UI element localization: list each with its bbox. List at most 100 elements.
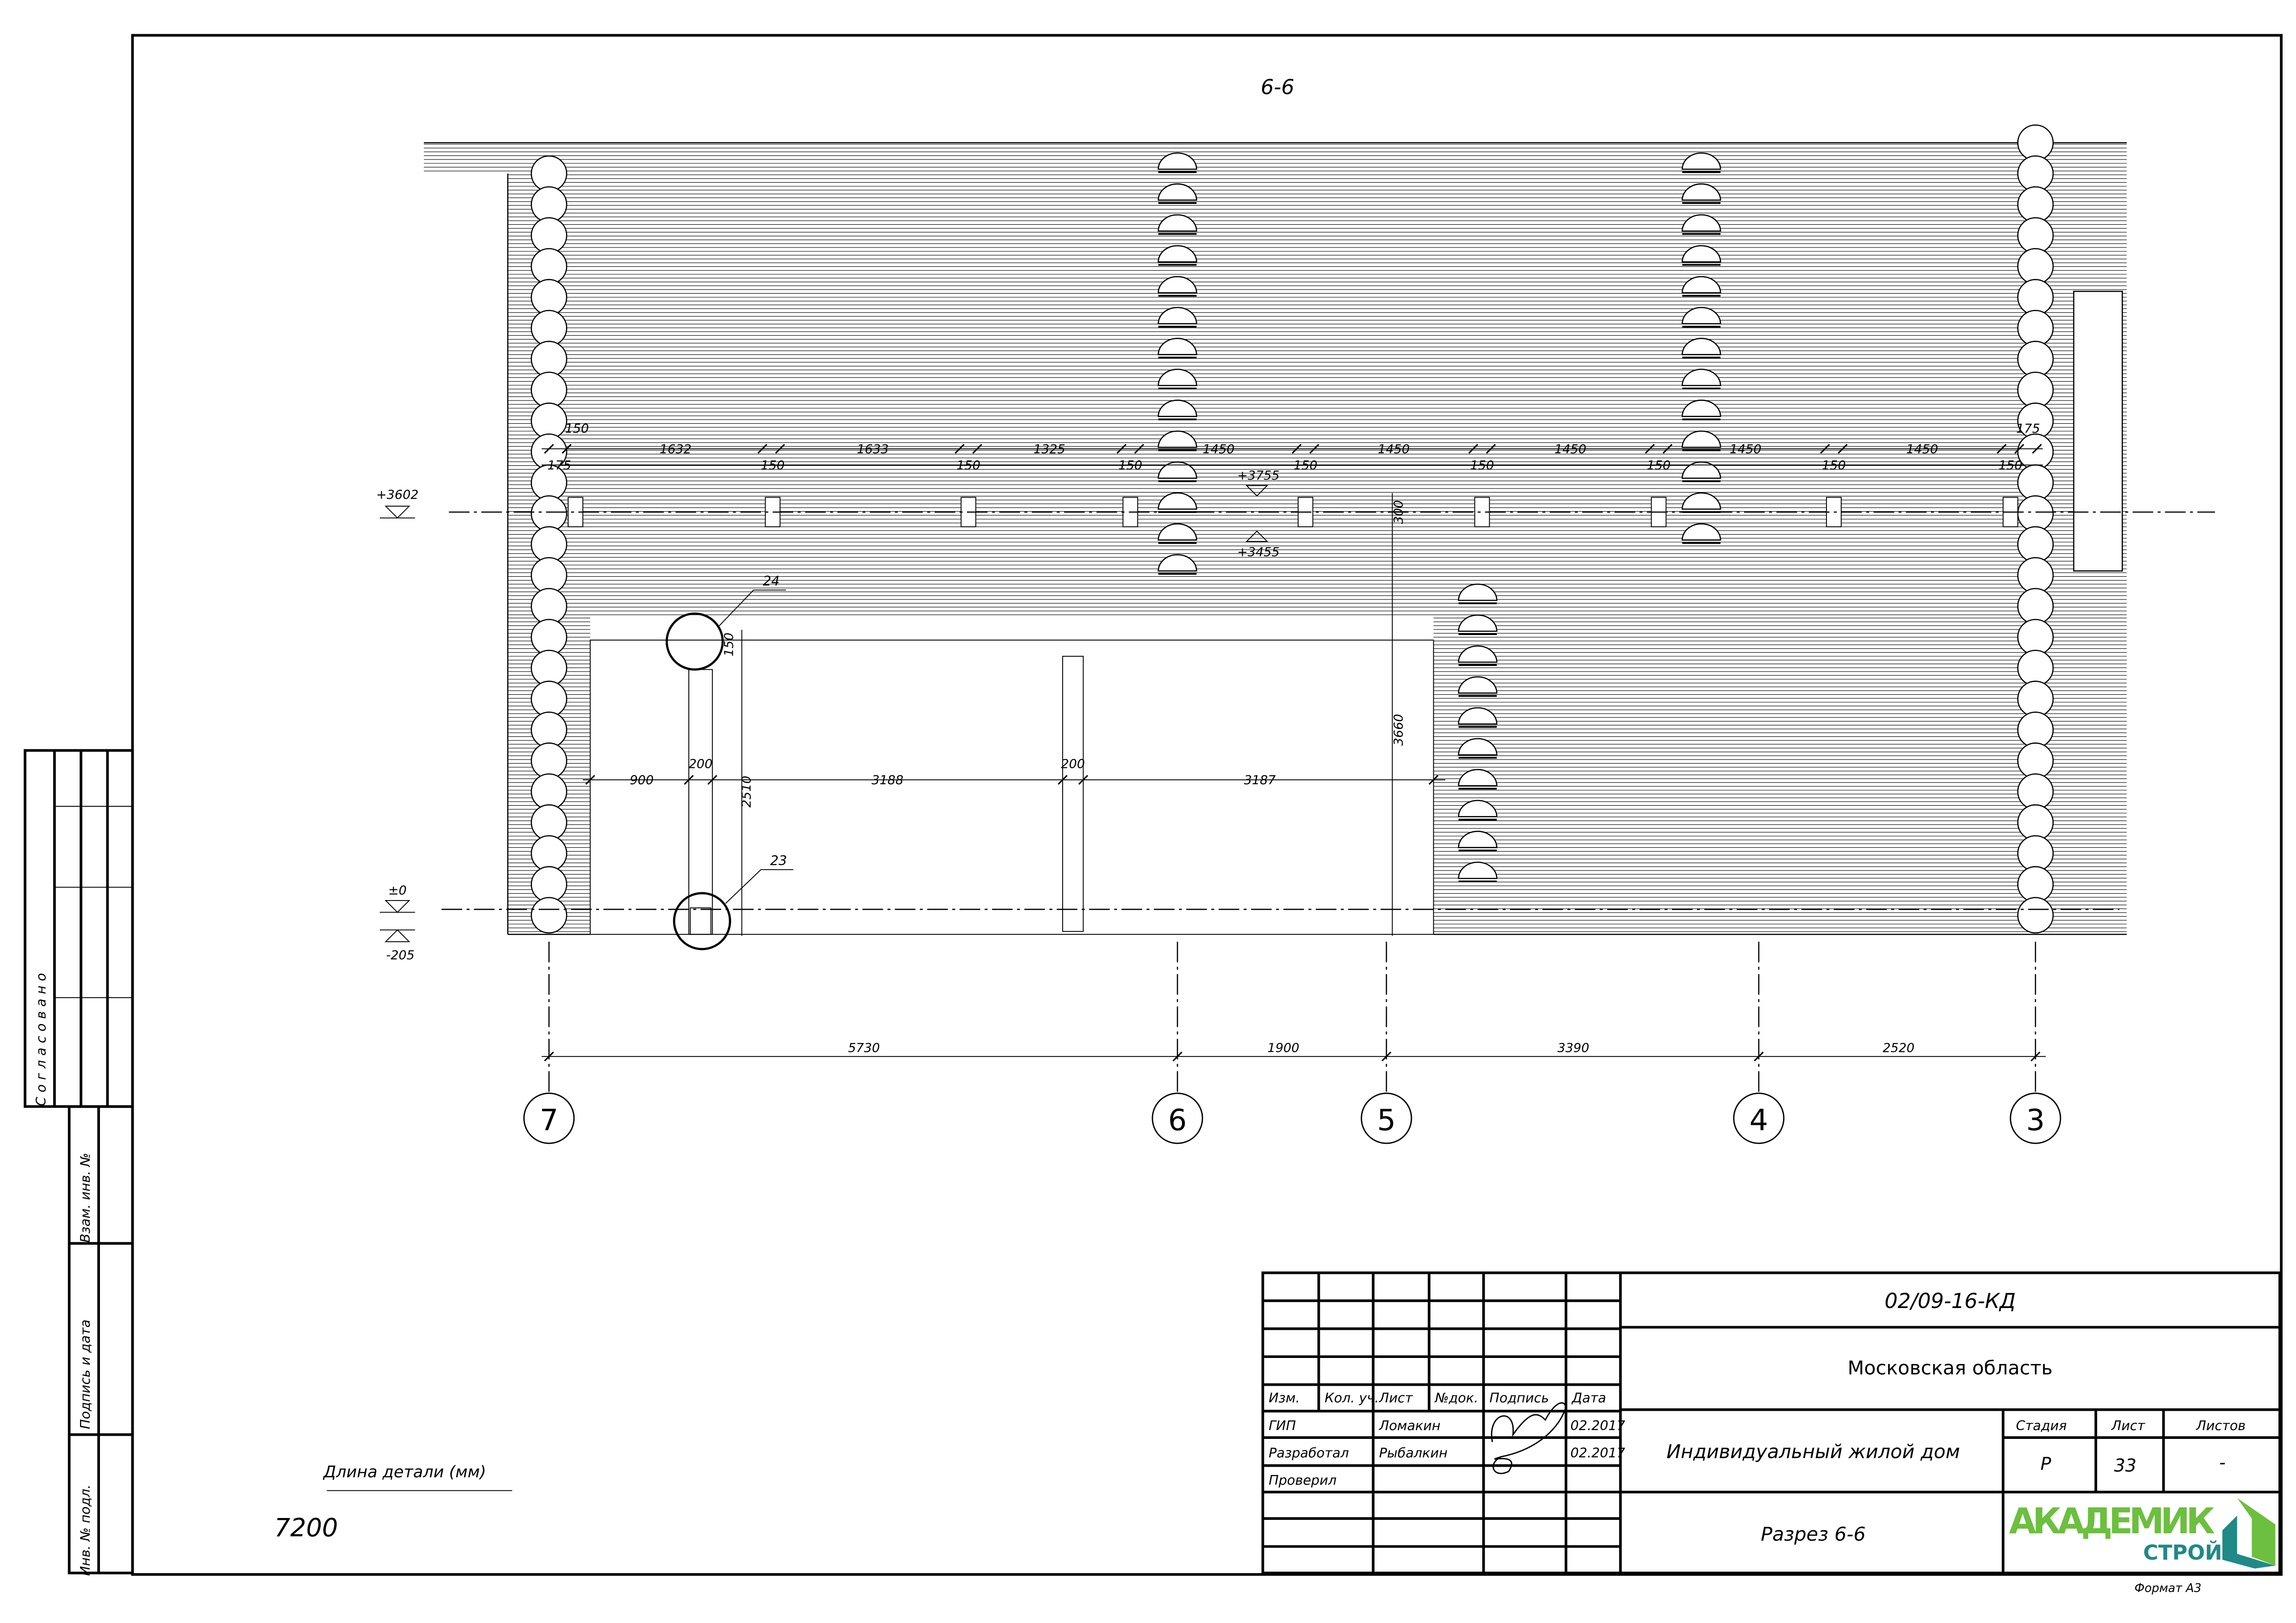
log-section	[2017, 897, 2054, 934]
dim-label: 5730	[848, 1041, 880, 1055]
round-logs	[531, 124, 2054, 934]
log-section	[2017, 742, 2054, 779]
log-section	[531, 897, 568, 934]
sheets-label: Листов	[2196, 1418, 2246, 1433]
svg-text:±0: ±0	[388, 883, 407, 898]
svg-text:СТРОЙ: СТРОЙ	[2143, 1540, 2222, 1565]
svg-text:+3455: +3455	[1237, 545, 1279, 560]
dim-label: 150	[957, 458, 981, 473]
log-wall	[424, 142, 2127, 935]
detail-length-label: Длина детали (мм)	[322, 1463, 486, 1481]
half-log	[1458, 645, 1498, 663]
level-mark-top: +3602	[376, 488, 419, 519]
level-mark-inner: +3755 +3455	[1237, 469, 1279, 559]
half-log	[1682, 152, 1721, 170]
log-section	[2017, 371, 2054, 408]
signer-name: Рыбалкин	[1379, 1445, 1448, 1461]
svg-text:Взам. инв. №: Взам. инв. №	[77, 1153, 93, 1242]
log-section	[2017, 217, 2054, 254]
half-log	[1682, 338, 1721, 355]
half-log	[1157, 523, 1197, 541]
log-section	[531, 866, 568, 903]
dim-label: 175	[547, 458, 571, 473]
log-section	[2017, 557, 2054, 594]
log-section	[2017, 340, 2054, 377]
half-log	[1157, 245, 1197, 263]
log-section	[2017, 124, 2054, 161]
log-section	[2017, 186, 2054, 223]
dim-label: 1325	[1034, 442, 1065, 457]
half-log	[1458, 769, 1498, 787]
half-log	[1157, 214, 1197, 232]
dim-label: 1450	[1906, 442, 1938, 457]
dim-label: 3390	[1558, 1041, 1590, 1055]
dim-label: 1450	[1730, 442, 1762, 457]
dim-label: 1633	[857, 442, 889, 457]
dim-label: 900	[630, 773, 654, 788]
dim-label: 3187	[1244, 773, 1276, 788]
level-mark-zero: ±0 -205	[379, 883, 415, 963]
half-log	[1682, 214, 1721, 232]
log-section	[531, 526, 568, 563]
half-log	[1682, 523, 1721, 541]
half-log	[1458, 800, 1498, 817]
svg-text:Согласовано: Согласовано	[33, 969, 49, 1106]
sheets-value: -	[2219, 1453, 2226, 1473]
log-section	[531, 835, 568, 872]
column-header: №док.	[1434, 1390, 1478, 1406]
callout-24: 24	[665, 573, 786, 671]
format-label: Формат А3	[2135, 1581, 2202, 1595]
sign-date: 02.2017	[1571, 1445, 1625, 1461]
half-log	[1682, 183, 1721, 201]
half-log	[1682, 461, 1721, 479]
axis-label: 4	[1750, 1103, 1768, 1137]
log-section	[531, 773, 568, 810]
log-section	[531, 804, 568, 841]
dim-label: 175	[2016, 421, 2040, 436]
post-middle	[1062, 655, 1084, 932]
dim-label: 150	[565, 421, 589, 436]
signer-role: ГИП	[1269, 1418, 1296, 1433]
log-section	[2017, 619, 2054, 655]
half-log	[1157, 183, 1197, 201]
log-section	[531, 309, 568, 346]
half-log	[1157, 554, 1197, 572]
signer-role: Проверил	[1269, 1472, 1337, 1488]
log-section	[531, 588, 568, 625]
dim-label: 150	[761, 458, 785, 473]
company-logo: АКАДЕМИК СТРОЙ	[2009, 1498, 2276, 1569]
half-log	[1458, 614, 1498, 632]
half-log	[1682, 307, 1721, 325]
svg-text:+3602: +3602	[376, 488, 418, 502]
log-section	[531, 557, 568, 594]
dim-label: 1450	[1203, 442, 1235, 457]
dim-label: 1632	[660, 442, 692, 457]
half-log	[1458, 738, 1498, 756]
axis-circle	[1151, 1092, 1203, 1144]
half-log	[1458, 707, 1498, 725]
log-section	[531, 742, 568, 779]
svg-text:Подпись и дата: Подпись и дата	[77, 1320, 93, 1429]
stage-label: Стадия	[2016, 1418, 2067, 1433]
half-log	[1157, 400, 1197, 417]
svg-text:23: 23	[770, 853, 787, 869]
dim-label: 150	[1119, 458, 1143, 473]
log-section	[531, 279, 568, 316]
signer-name: Ломакин	[1379, 1418, 1441, 1433]
svg-text:Инв. № подл.: Инв. № подл.	[77, 1485, 93, 1576]
column-header: Дата	[1571, 1390, 1606, 1406]
dim-label: 150	[1999, 458, 2023, 473]
dim-label: 150	[1822, 458, 1846, 473]
detail-length-value: 7200	[274, 1513, 338, 1542]
log-section	[531, 680, 568, 717]
callout-23: 23	[673, 853, 793, 950]
svg-text:24: 24	[763, 573, 780, 589]
dim-label: 200	[1061, 757, 1085, 771]
column-header: Подпись	[1490, 1390, 1549, 1406]
half-log	[1157, 369, 1197, 386]
axis-label: 3	[2026, 1103, 2045, 1137]
log-section	[531, 619, 568, 655]
half-log	[1157, 152, 1197, 170]
axis-label: 5	[1377, 1103, 1396, 1137]
object-name: Индивидуальный жилой дом	[1666, 1441, 1960, 1463]
